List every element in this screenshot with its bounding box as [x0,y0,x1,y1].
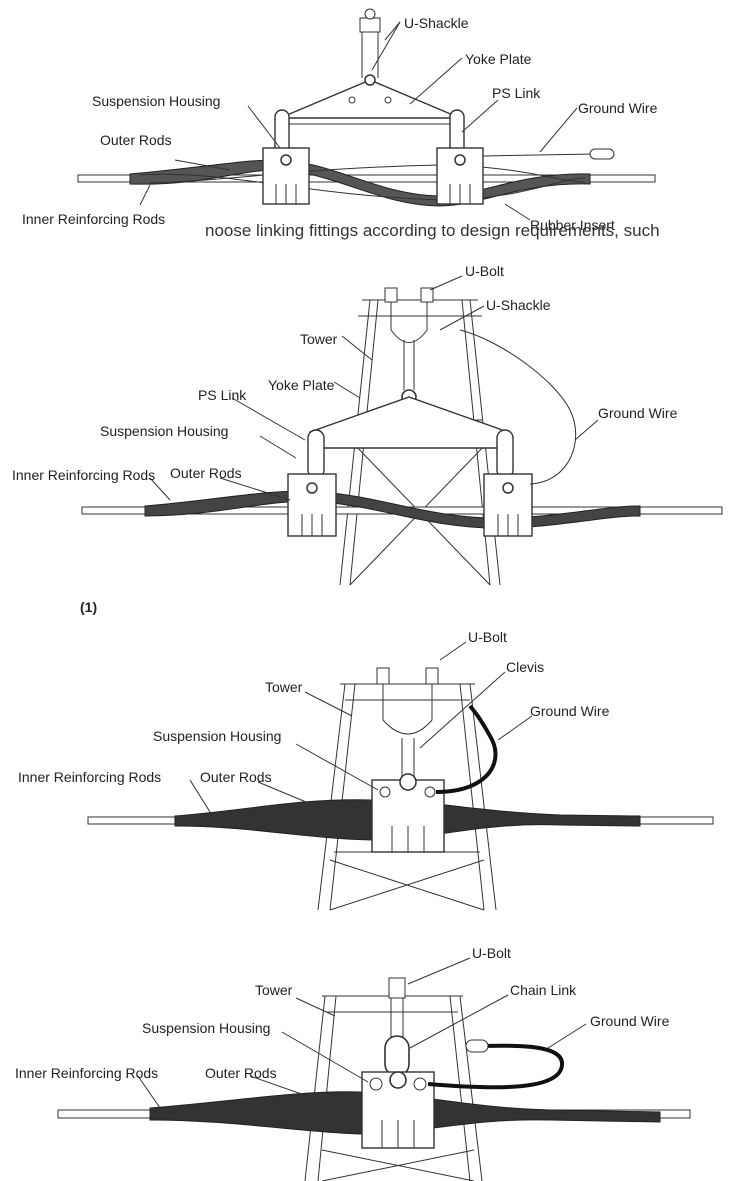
label-inner-reinforcing-rods-3: Inner Reinforcing Rods [18,769,161,785]
label-ground-wire-1: Ground Wire [578,100,658,116]
label-inner-reinforcing-rods-2: Inner Reinforcing Rods [12,467,155,483]
diagram-2: U-Bolt U-Shackle Tower Yoke Plate PS Lin… [12,263,723,586]
label-suspension-housing-4: Suspension Housing [142,1020,270,1036]
label-ps-link-2: PS Link [198,387,247,403]
diagram-4: U-Bolt Tower Chain Link Ground Wire Susp… [15,945,691,1181]
label-ps-link-1: PS Link [492,85,541,101]
label-yoke-plate-2: Yoke Plate [268,377,335,393]
label-tower-2: Tower [300,331,338,347]
label-chain-link-4: Chain Link [510,982,577,998]
label-tower-3: Tower [265,679,303,695]
label-ground-wire-2: Ground Wire [598,405,678,421]
label-u-bolt-4: U-Bolt [472,945,511,961]
label-rubber-insert-1: Rubber Insert [530,217,615,233]
label-tower-4: Tower [255,982,293,998]
label-u-shackle-1: U-Shackle [404,15,469,31]
label-inner-reinforcing-rods-1: Inner Reinforcing Rods [22,211,165,227]
label-ground-wire-3: Ground Wire [530,703,610,719]
label-inner-reinforcing-rods-4: Inner Reinforcing Rods [15,1065,158,1081]
caption-fragment: noose linking fittings according to desi… [205,221,660,240]
label-outer-rods-4: Outer Rods [205,1065,277,1081]
label-suspension-housing-2: Suspension Housing [100,423,228,439]
label-ground-wire-4: Ground Wire [590,1013,670,1029]
label-u-shackle-2: U-Shackle [486,297,551,313]
label-u-bolt-3: U-Bolt [468,629,507,645]
label-u-bolt-2: U-Bolt [465,263,504,279]
label-outer-rods-1: Outer Rods [100,132,172,148]
label-suspension-housing-1: Suspension Housing [92,93,220,109]
diagram-1: U-Shackle Yoke Plate Suspension Housing … [22,8,660,240]
label-suspension-housing-3: Suspension Housing [153,728,281,744]
label-outer-rods-3: Outer Rods [200,769,272,785]
label-outer-rods-2: Outer Rods [170,465,242,481]
diagram-3: U-Bolt Clevis Tower Ground Wire Suspensi… [18,629,714,911]
label-yoke-plate-1: Yoke Plate [465,51,532,67]
label-clevis-3: Clevis [506,659,544,675]
figure-number: (1) [80,599,97,615]
